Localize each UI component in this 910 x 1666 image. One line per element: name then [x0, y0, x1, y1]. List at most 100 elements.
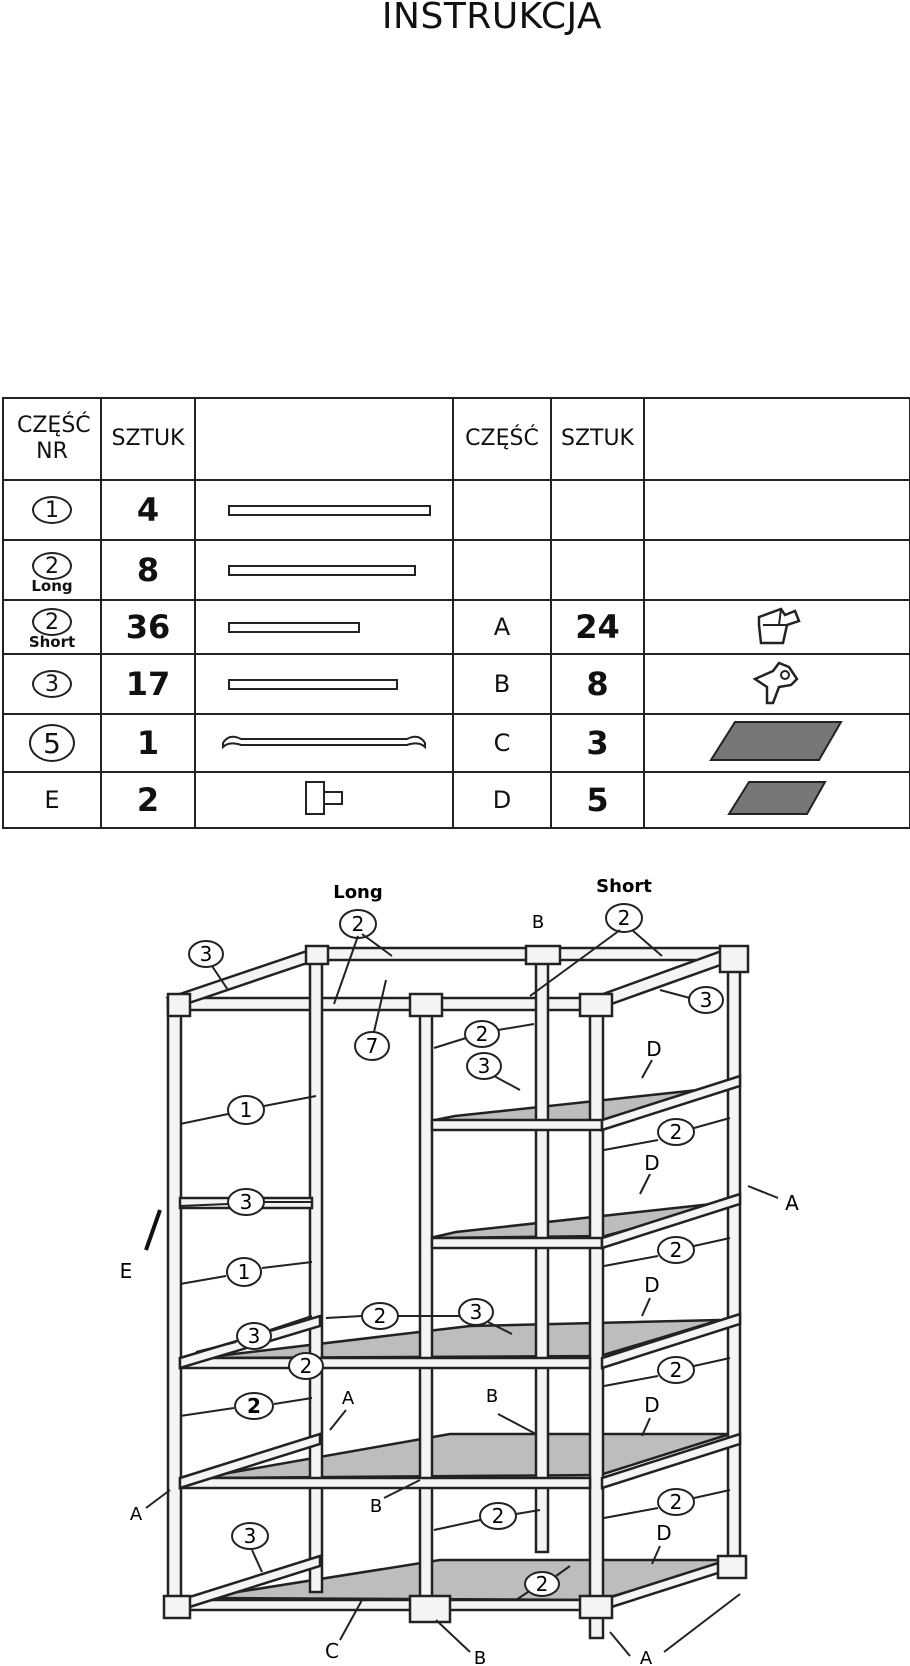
- callout-b: B: [370, 1496, 382, 1517]
- header-image-2: [643, 397, 910, 481]
- part-image: [194, 539, 454, 601]
- panel-large-icon: [709, 721, 843, 761]
- assembly-diagram: .tube { fill:#f4f4f4; stroke:#222; strok…: [120, 876, 799, 1666]
- callout-3: 3: [244, 1524, 257, 1548]
- callout-b: B: [486, 1386, 498, 1407]
- callouts: 3 2 2 B 7 3 2 3 D 1 2 D A 3 E 1 2 D 2: [120, 903, 799, 1666]
- callout-d: D: [646, 1037, 661, 1061]
- table-row: 2 Long 8: [2, 539, 910, 601]
- header-part-no: CZĘŚĆ NR: [2, 397, 102, 481]
- callout-2: 2: [670, 1120, 683, 1144]
- hanging-rod-icon: [222, 735, 426, 750]
- part-number-badge: 2: [32, 552, 72, 580]
- tube-short-icon: [228, 621, 360, 633]
- part-cell: 2 Long: [2, 539, 102, 601]
- table-row: 1 4: [2, 479, 910, 541]
- callout-b: B: [532, 912, 544, 933]
- part-number-badge: 5: [29, 724, 75, 762]
- part-image-2: [643, 539, 910, 601]
- part-image-2: [643, 771, 910, 829]
- panel-small-icon: [727, 781, 827, 815]
- part-cell: E: [2, 771, 102, 829]
- tube-medium-icon: [228, 678, 398, 690]
- part-cell-2: [452, 539, 552, 601]
- callout-2: 2: [492, 1504, 505, 1528]
- part-image: [194, 713, 454, 773]
- qty-cell: 2: [100, 771, 196, 829]
- callout-1: 1: [238, 1260, 251, 1284]
- callout-3: 3: [470, 1300, 483, 1324]
- qty-cell: 17: [100, 653, 196, 715]
- part-subtype: Short: [28, 633, 76, 651]
- qty-cell-2: [550, 539, 645, 601]
- hook-icon: [305, 781, 343, 815]
- header-qty-2: SZTUK: [550, 397, 645, 481]
- connector-a-icon: [757, 607, 801, 645]
- header-image: [194, 397, 454, 481]
- part-cell-2: D: [452, 771, 552, 829]
- callout-2: 2: [476, 1022, 489, 1046]
- callout-a: A: [130, 1504, 143, 1525]
- table-row: 3 17 B 8: [2, 653, 910, 715]
- part-number-badge: 2: [32, 608, 72, 636]
- part-image-2: [643, 599, 910, 655]
- callout-d: D: [644, 1273, 659, 1297]
- table-row: 2 Short 36 A 24: [2, 599, 910, 655]
- connector-b-icon: [752, 661, 799, 705]
- callout-2: 2: [300, 1354, 313, 1378]
- header-qty: SZTUK: [100, 397, 196, 481]
- part-cell: 2 Short: [2, 599, 102, 655]
- callout-d: D: [656, 1521, 671, 1545]
- qty-cell: 36: [100, 599, 196, 655]
- table-header-row: CZĘŚĆ NR SZTUK CZĘŚĆ SZTUK: [2, 397, 910, 481]
- tube-long-icon: [228, 504, 431, 516]
- callout-3: 3: [240, 1190, 253, 1214]
- callout-2: 2: [670, 1358, 683, 1382]
- callout-1: 1: [240, 1098, 253, 1122]
- page-title: INSTRUKCJA: [381, 0, 603, 37]
- qty-cell: 4: [100, 479, 196, 541]
- qty-cell-2: [550, 479, 645, 541]
- part-cell-2: C: [452, 713, 552, 773]
- part-cell: 5: [2, 713, 102, 773]
- table-row: 5 1 C 3: [2, 713, 910, 773]
- callout-2: 2: [670, 1490, 683, 1514]
- part-image-2: [643, 713, 910, 773]
- part-image-2: [643, 479, 910, 541]
- callout-2: 2: [374, 1304, 387, 1328]
- qty-cell-2: 24: [550, 599, 645, 655]
- callout-a: A: [785, 1191, 799, 1215]
- callout-3: 3: [248, 1324, 261, 1348]
- qty-cell: 1: [100, 713, 196, 773]
- parts-table: CZĘŚĆ NR SZTUK CZĘŚĆ SZTUK 1 4 2 Long 8 …: [2, 397, 910, 829]
- label-short: Short: [596, 876, 652, 897]
- part-cell: 3: [2, 653, 102, 715]
- callout-2: 2: [670, 1238, 683, 1262]
- part-cell-2: A: [452, 599, 552, 655]
- part-image: [194, 771, 454, 829]
- callout-e: E: [120, 1259, 133, 1283]
- callout-3: 3: [200, 942, 213, 966]
- callout-2: 2: [352, 912, 365, 936]
- table-row: E 2 D 5: [2, 771, 910, 829]
- callout-3: 3: [478, 1054, 491, 1078]
- qty-cell-2: 3: [550, 713, 645, 773]
- callout-b: B: [474, 1648, 486, 1666]
- label-long: Long: [333, 882, 383, 903]
- part-number-badge: 1: [32, 496, 72, 524]
- part-cell: 1: [2, 479, 102, 541]
- part-subtype: Long: [31, 577, 73, 595]
- callout-3: 3: [700, 988, 713, 1012]
- part-cell-2: [452, 479, 552, 541]
- part-image-2: [643, 653, 910, 715]
- callout-c: C: [325, 1639, 339, 1663]
- callout-a: A: [342, 1388, 355, 1409]
- header-part-2: CZĘŚĆ: [452, 397, 552, 481]
- qty-cell-2: 8: [550, 653, 645, 715]
- callout-d: D: [644, 1151, 659, 1175]
- callout-2: 2: [247, 1394, 261, 1418]
- callout-a: A: [640, 1648, 653, 1666]
- tube-long-icon: [228, 564, 416, 576]
- callout-7: 7: [366, 1034, 379, 1058]
- qty-cell: 8: [100, 539, 196, 601]
